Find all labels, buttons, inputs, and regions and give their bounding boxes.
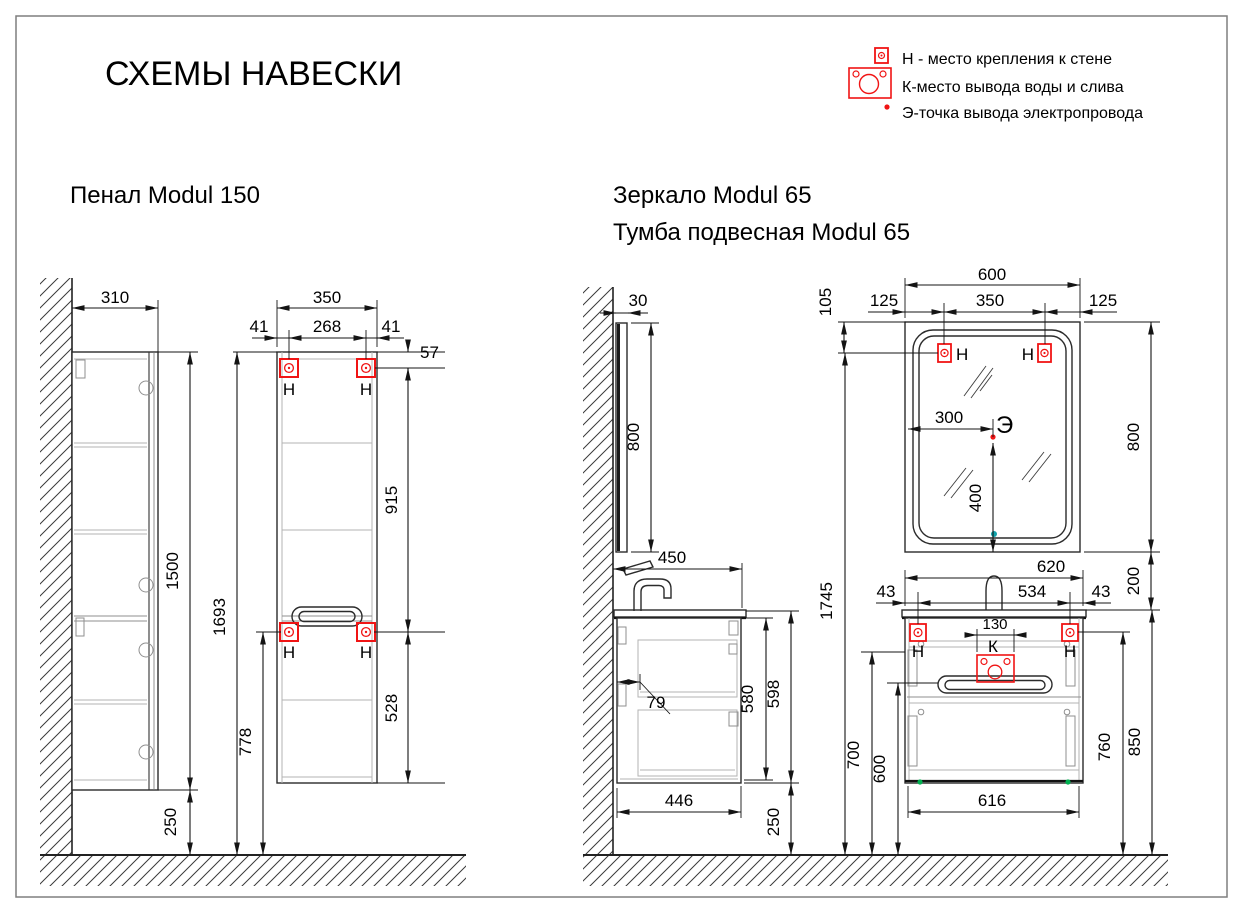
dim-vanity-drain-width: 130 [982,616,1007,633]
dim-penal-hooks-span: 915 [382,486,401,514]
leveling-dot [1065,779,1071,785]
dim-mirror-gap-to-vanity: 200 [1124,567,1143,595]
mirror-vanity-drawing: 30 800 [583,265,1168,886]
legend: Н - место крепления к стене К-место выво… [848,47,1143,122]
water-outlet-marker [976,654,1015,683]
marker-label-wall: Н [956,345,968,364]
dim-vanity-handle-height: 600 [870,755,889,783]
dim-penal-front-width: 350 [313,288,341,307]
dim-mirror-hook-inset-left: 125 [870,291,898,310]
legend-label-water: К-место вывода воды и слива [902,79,1124,96]
dim-vanity-hooks-to-floor: 760 [1095,733,1114,761]
page-title: СХЕМЫ НАВЕСКИ [105,55,402,93]
wall-mount-icon [874,47,889,64]
leveling-dot [917,779,923,785]
section-title-mirror: Зеркало Modul 65 [613,182,812,209]
marker-label-wall: Н [283,643,295,662]
marker-label-wall: Н [912,642,924,661]
water-outlet-icon [848,67,892,99]
dim-penal-hook-offset-right: 41 [382,317,401,336]
vanity-side-view [613,560,747,784]
wall-mount-marker [1037,343,1052,363]
dim-vanity-width: 620 [1037,557,1065,576]
marker-label-water: К [988,637,998,656]
wall-hatch [40,278,72,855]
marker-label-wall: Н [360,380,372,399]
section-title-vanity: Тумба подвесная Modul 65 [613,219,910,246]
dim-vanity-hook-spacing: 534 [1018,582,1046,601]
electric-point-icon [884,104,890,110]
dim-penal-floor-gap: 250 [161,808,180,836]
drawer-handle [937,675,1053,694]
legend-label-wall: Н - место крепления к стене [902,51,1112,68]
marker-label-wall: Н [1022,345,1034,364]
dim-penal-hook-spacing: 268 [313,317,341,336]
dim-vanity-floor-gap: 250 [764,808,783,836]
vanity-side-dimensions: 450 79 580 598 446 250 1745 [613,353,848,855]
dim-vanity-drawer-inset: 79 [647,693,666,712]
dim-vanity-bottom-width: 616 [978,791,1006,810]
vanity-front-view: Н Н К [901,575,1087,785]
dim-vanity-body-with-top: 598 [764,680,783,708]
dim-mirror-depth: 30 [629,291,648,310]
penal-front-view [276,351,378,784]
dim-mirror-hook-inset-right: 125 [1089,291,1117,310]
penal-side-view [71,351,159,791]
dim-penal-hook-offset-left: 41 [250,317,269,336]
touch-sensor-dot [991,531,997,537]
dim-vanity-hook-offset-left: 43 [877,582,896,601]
floor-hatch [40,856,466,886]
dim-mirror-top-to-hook: 105 [816,288,835,316]
dim-penal-top-to-hook: 57 [420,343,439,362]
dim-mirror-electric-x: 300 [935,408,963,427]
dim-van极ity-bottom-depth: 446 [665,791,693,810]
dim-penal-lower-section: 528 [382,694,401,722]
dim-vanity-hooks-height: 1745 [817,582,836,620]
penal-drawing: Н Н Н Н 310 1500 250 350 41 [40,278,466,886]
penal-dimensions: 310 1500 250 350 41 268 41 5 [72,288,445,855]
wall-hatch [583,287,613,855]
dim-mirror-height: 800 [1124,423,1143,451]
door-handle [291,606,363,627]
reflection-marks [943,365,1052,499]
dim-vanity-top-to-floor: 850 [1125,728,1144,756]
marker-label-wall: Н [283,380,295,399]
dim-mirror-electric-y: 400 [966,484,985,512]
dim-vanity-body-height: 580 [738,685,757,713]
dim-penal-total-height: 1693 [210,598,229,636]
dim-mirror-hook-spacing: 350 [976,291,1004,310]
dim-penal-side-width: 310 [101,288,129,307]
mirror-side-view: 30 800 [600,291,659,553]
section-title-penal: Пенал Modul 150 [70,182,260,209]
legend-label-electric: Э-точка вывода электропровода [902,105,1143,122]
vanity-front-dimensions: 620 43 534 43 130 700 600 7 [844,557,1159,855]
dim-penal-lower-hooks-height: 778 [236,728,255,756]
faucet-side [633,578,672,611]
dim-vanity-hook-offset-right: 43 [1092,582,1111,601]
marker-label-electric: Э [996,412,1013,439]
floor-hatch [583,856,1168,886]
marker-label-wall: Н [360,643,372,662]
mirror-dimensions: 600 125 350 125 105 300 400 [816,265,1160,611]
marker-label-wall: Н [1064,642,1076,661]
dim-penal-side-height: 1500 [163,552,182,590]
dim-mirror-side-height: 800 [624,423,643,451]
dim-mirror-width: 600 [978,265,1006,284]
dim-vanity-depth: 450 [658,548,686,567]
dim-vanity-left-height: 700 [844,741,863,769]
